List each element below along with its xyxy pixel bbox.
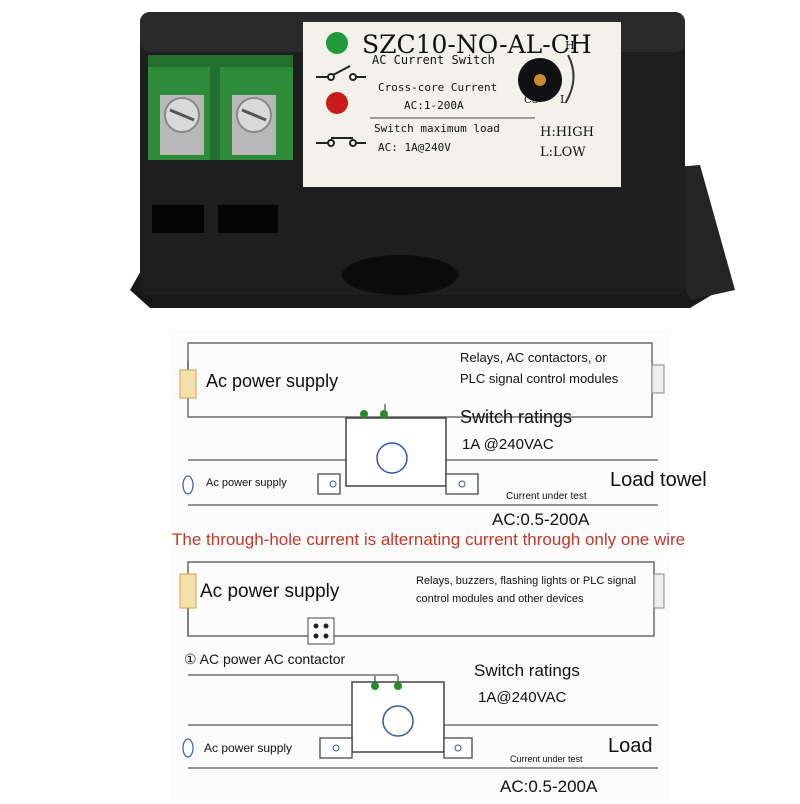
d1-relay-line2: PLC signal control modules bbox=[460, 371, 619, 386]
cross-core-range: AC:1-200A bbox=[404, 99, 464, 112]
d2-current-test: Current under test bbox=[510, 754, 583, 764]
through-hole bbox=[342, 255, 458, 295]
current-switch-device bbox=[130, 12, 735, 308]
wiring-diagrams: Ac power supply Relays, AC contactors, o… bbox=[0, 325, 800, 800]
l-label: L bbox=[560, 93, 568, 106]
nc-switch-symbol bbox=[316, 137, 366, 147]
contactor-box bbox=[307, 617, 335, 645]
vent-slot-right bbox=[218, 205, 278, 233]
diagram1-relay-terminal bbox=[651, 364, 665, 394]
d2-switch-ratings: Switch ratings bbox=[474, 661, 580, 680]
terminal-screw-left bbox=[160, 95, 204, 155]
vent-slot-left bbox=[152, 205, 204, 233]
device-subtitle: AC Current Switch bbox=[372, 53, 495, 67]
d1-relay-line1: Relays, AC contactors, or bbox=[460, 350, 607, 365]
through-hole-note: The through-hole current is alternating … bbox=[172, 530, 685, 549]
d2-rating-value: 1A@240VAC bbox=[478, 689, 566, 706]
low-legend: L:LOW bbox=[540, 145, 586, 160]
d1-rating-value: 1A @240VAC bbox=[462, 436, 554, 453]
d2-contactor-label: ① AC power AC contactor bbox=[184, 651, 346, 667]
h-label: H bbox=[565, 39, 575, 52]
diagram2-small-supply-terminal bbox=[182, 738, 194, 758]
product-photo: SZC10-NO-AL-CH AC Current Switch Cross-c… bbox=[0, 0, 800, 325]
adjust-arrow bbox=[565, 54, 575, 103]
no-switch-symbol bbox=[316, 65, 366, 81]
d2-current-range: AC:0.5-200A bbox=[500, 777, 598, 796]
d2-small-supply: Ac power supply bbox=[204, 741, 292, 755]
wiring-diagram-svg: Ac power supply Relays, AC contactors, o… bbox=[170, 330, 707, 800]
max-load-label: Switch maximum load bbox=[374, 122, 500, 135]
high-legend: H:HIGH bbox=[540, 125, 594, 140]
diagram2-sensor bbox=[319, 681, 473, 759]
d2-relay-line2: control modules and other devices bbox=[416, 593, 584, 605]
d1-current-range: AC:0.5-200A bbox=[492, 510, 590, 529]
diagram1-sensor bbox=[317, 410, 479, 495]
d1-small-supply: Ac power supply bbox=[206, 477, 287, 489]
label-plate bbox=[303, 22, 621, 187]
d1-current-test: Current under test bbox=[506, 491, 587, 502]
cross-core-label: Cross-core Current bbox=[378, 81, 498, 94]
d1-load-label: Load towel bbox=[610, 469, 707, 491]
terminal-screw-right bbox=[232, 95, 276, 155]
d2-load-label: Load bbox=[608, 735, 653, 757]
red-led bbox=[326, 92, 348, 114]
d1-switch-ratings: Switch ratings bbox=[460, 407, 572, 427]
d1-supply-label: Ac power supply bbox=[206, 371, 338, 391]
green-led bbox=[326, 32, 348, 54]
diagram1-small-supply-terminal bbox=[182, 475, 194, 495]
diagram2-supply-terminal bbox=[179, 573, 197, 609]
d2-supply-label: Ac power supply bbox=[200, 581, 340, 602]
d2-relay-line1: Relays, buzzers, flashing lights or PLC … bbox=[416, 575, 636, 587]
cs-label: CS bbox=[524, 95, 539, 106]
diagram1-supply-terminal bbox=[179, 369, 197, 399]
model-number: SZC10-NO-AL-CH bbox=[362, 30, 592, 59]
max-load-value: AC: 1A@240V bbox=[378, 141, 451, 154]
diagram2-relay-terminal bbox=[653, 573, 665, 609]
